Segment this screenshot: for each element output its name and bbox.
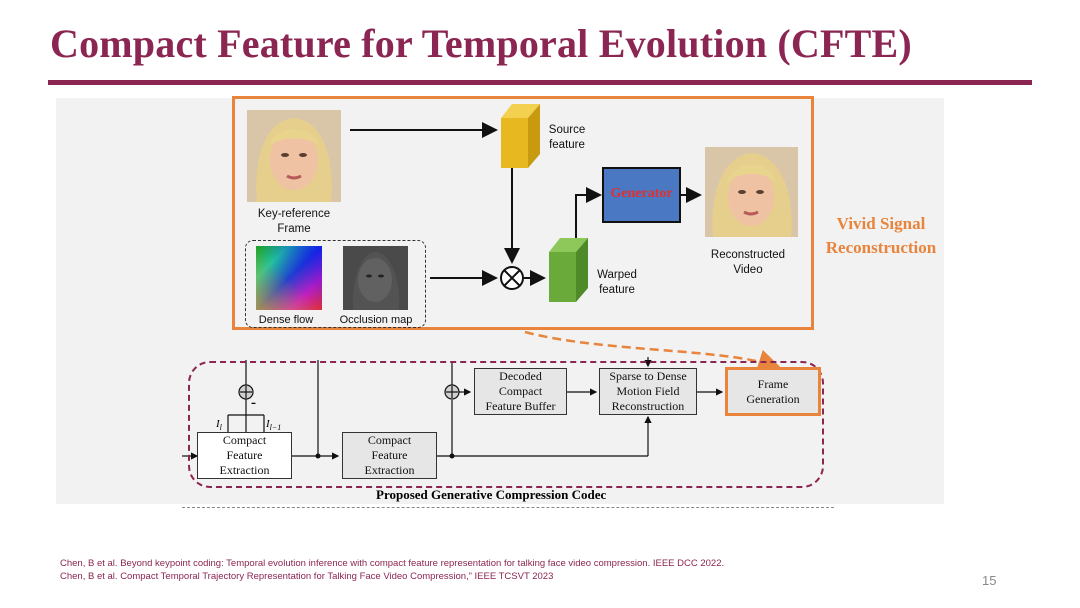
reconstructed-video-image (705, 147, 798, 237)
generator-label: Generator (610, 186, 673, 201)
dense-flow-image (256, 246, 322, 310)
citation-1: Chen, B et al. Beyond keypoint coding: T… (60, 558, 725, 569)
warped-feature-label: Warped feature (597, 269, 637, 296)
decoded-feature-buffer: Decoded Compact Feature Buffer (474, 368, 567, 415)
codec-caption-underline (182, 507, 834, 508)
frame-generation-box: Frame Generation (725, 367, 821, 416)
title-divider (48, 80, 1032, 85)
input-current-frame-label: Il (216, 418, 222, 433)
input-previous-frame-label: Il−1 (266, 418, 282, 433)
sparse-to-dense-motion-box: Sparse to Dense Motion Field Reconstruct… (599, 368, 697, 415)
motion-inputs-group (245, 240, 426, 328)
generative-codec-frame (188, 361, 824, 488)
occlusion-map-image (343, 246, 408, 310)
vivid-signal-label: Vivid Signal Reconstruction (825, 214, 937, 257)
codec-caption: Proposed Generative Compression Codec (376, 487, 607, 502)
key-reference-frame-label: Key-reference Frame (257, 208, 331, 235)
page-number: 15 (982, 573, 997, 588)
dense-flow-label: Dense flow (258, 314, 314, 326)
compact-feature-extraction-decoder: Compact Feature Extraction (342, 432, 437, 479)
source-feature-label: Source feature (548, 124, 586, 151)
occlusion-map-label: Occlusion map (339, 314, 413, 326)
reconstructed-video-label: Reconstructed Video (710, 249, 786, 276)
key-reference-frame-image (247, 110, 341, 202)
compact-feature-extraction-encoder: Compact Feature Extraction (197, 432, 292, 479)
warped-to-generator-arrow (575, 187, 602, 238)
minus-sign: - (251, 395, 256, 411)
citation-2: Chen, B et al. Compact Temporal Trajecto… (60, 571, 554, 582)
generator-box (602, 167, 681, 223)
slide-title: Compact Feature for Temporal Evolution (… (50, 21, 912, 66)
source-feature-cube (501, 104, 540, 168)
warped-feature-cube (549, 238, 588, 302)
frame-generation-link-arrow (524, 330, 781, 372)
